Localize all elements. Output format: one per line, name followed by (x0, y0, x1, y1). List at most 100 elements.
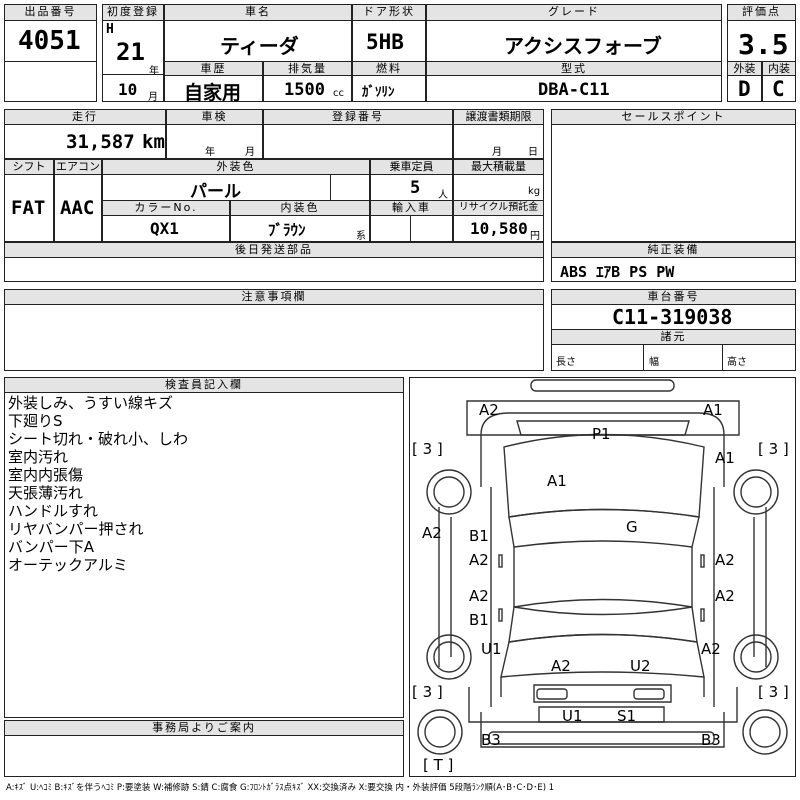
grade: アクシスフォーブ (504, 34, 662, 58)
office-label: 事務局よりご案内 (4, 720, 404, 736)
mileage-cell (4, 124, 166, 159)
int-cell (762, 75, 796, 102)
dmg-a1-roof: A1 (547, 472, 567, 490)
shift-cell (4, 174, 54, 242)
disp-unit: cc (333, 88, 344, 99)
wid-cell (643, 344, 723, 371)
dmg-a2-front-left: A2 (479, 401, 499, 419)
ac-cell (54, 174, 102, 242)
transfer-day-unit: 日 (528, 147, 538, 158)
sales-label: セールスポイント (551, 109, 796, 125)
inspector-note: オーテックアルミ (8, 556, 128, 574)
equip-label: 純正装備 (551, 242, 796, 258)
intcolor-label: 内装色 (230, 200, 370, 216)
disp-cell (263, 75, 352, 102)
dmg-a1-front-right: A1 (703, 401, 723, 419)
aircon: AAC (60, 197, 95, 219)
dmg-u2: U2 (630, 657, 651, 675)
inspector-label: 検査員記入欄 (4, 377, 404, 393)
color-cell (102, 174, 331, 201)
interior-color: ﾌﾞﾗｳﾝ (268, 221, 306, 239)
width-label: 幅 (649, 357, 659, 368)
dmg-u1-left: U1 (481, 640, 502, 658)
score-label: 評価点 (727, 4, 796, 21)
regno-label: 登録番号 (263, 109, 453, 125)
len-cell (551, 344, 644, 371)
color-label: 外装色 (102, 159, 370, 175)
legend: A:ｷｽﾞ U:ﾍｺﾐ B:ｷｽﾞを伴うﾍｺﾐ P:要塗装 W:補修跡 S:錆 … (6, 783, 555, 793)
ext-label: 外装 (727, 61, 762, 76)
seats-label: 乗車定員 (370, 159, 453, 175)
dmg-g: G (626, 518, 638, 536)
chassis-number: C11-319038 (612, 305, 733, 329)
sales-cell (551, 124, 796, 242)
inspector-cell (4, 392, 404, 718)
inspector-note: リヤバンパー押され (8, 520, 144, 538)
mileage-unit: km (142, 131, 165, 153)
transfer-month-unit: 月 (492, 147, 502, 158)
seats: 5 (410, 178, 421, 198)
model-cell (426, 75, 722, 102)
inspect-label: 車検 (166, 109, 263, 125)
fuel-label: 燃料 (352, 61, 426, 76)
inspector-note: 下廻りS (8, 412, 63, 430)
length-label: 長さ (556, 357, 576, 368)
inspector-note: 天張薄汚れ (8, 484, 84, 502)
grade-label: グレード (426, 4, 722, 21)
model-label: 型式 (426, 61, 722, 76)
inspect-cell (166, 124, 263, 159)
import-cell-2 (410, 215, 453, 242)
color-extra-cell (330, 174, 370, 201)
score: 3.5 (738, 28, 789, 61)
ac-label: エアコン (54, 159, 102, 175)
color: パール (190, 182, 241, 202)
dmg-a2-right-door: A2 (715, 551, 735, 569)
reg-month-cell (102, 74, 164, 102)
ext-cell (727, 75, 762, 102)
office-cell (4, 735, 404, 777)
model: DBA-C11 (538, 80, 610, 100)
inspect-year-unit: 年 (205, 147, 215, 158)
car-diagram-panel (409, 377, 796, 777)
lot-number: 4051 (18, 26, 81, 56)
history-label: 車歴 (164, 61, 263, 76)
dmg-b3-right: B3 (701, 731, 721, 749)
inspector-note: シート切れ・破れ小、しわ (8, 430, 189, 448)
car-diagram: A2 A1 P1 A1 A1 G A2 B1 A2 A2 A2 A2 B1 U1… (412, 379, 789, 774)
int-grade: C (772, 77, 785, 101)
intcolor-cell (230, 215, 370, 242)
car-name: ティーダ (220, 34, 299, 58)
colorno-cell (102, 215, 230, 242)
dmg-s1: S1 (617, 707, 636, 725)
name-cell (164, 20, 352, 62)
recycle-fee: 10,580 (470, 219, 528, 238)
fuel: ｶﾞｿﾘﾝ (362, 85, 395, 100)
month-unit: 月 (148, 92, 158, 103)
tire-rear-left: [ 3 ] (412, 683, 443, 701)
import-label: 輸入車 (370, 200, 453, 216)
dmg-p1: P1 (592, 425, 611, 443)
reg-label: 初度登録 (102, 4, 164, 21)
dmg-a1-right: A1 (715, 449, 735, 467)
transfer-cell (453, 124, 544, 159)
door-type: 5HB (366, 30, 404, 54)
history: 自家用 (184, 82, 242, 104)
later-cell (4, 257, 544, 282)
intcolor-unit: 系 (356, 231, 366, 242)
dmg-a2-rear-right: A2 (701, 640, 721, 658)
reg-year: 21 (116, 38, 145, 66)
fuel-cell (352, 75, 426, 102)
chassis-label: 車台番号 (551, 289, 796, 305)
inspector-note: 室内汚れ (8, 448, 69, 466)
dmg-a2-front-door: A2 (469, 551, 489, 569)
inspect-month-unit: 月 (245, 147, 255, 158)
year-unit: 年 (149, 66, 159, 77)
regno-cell (263, 124, 453, 159)
reg-month: 10 (118, 80, 138, 99)
seats-unit: 人 (438, 190, 448, 201)
dmg-a2-left: A2 (422, 524, 442, 542)
inspector-note: バンパー下A (8, 538, 95, 556)
equip-cell (551, 257, 796, 282)
dmg-b3-left: B3 (481, 731, 501, 749)
lot-label: 出品番号 (4, 4, 97, 21)
